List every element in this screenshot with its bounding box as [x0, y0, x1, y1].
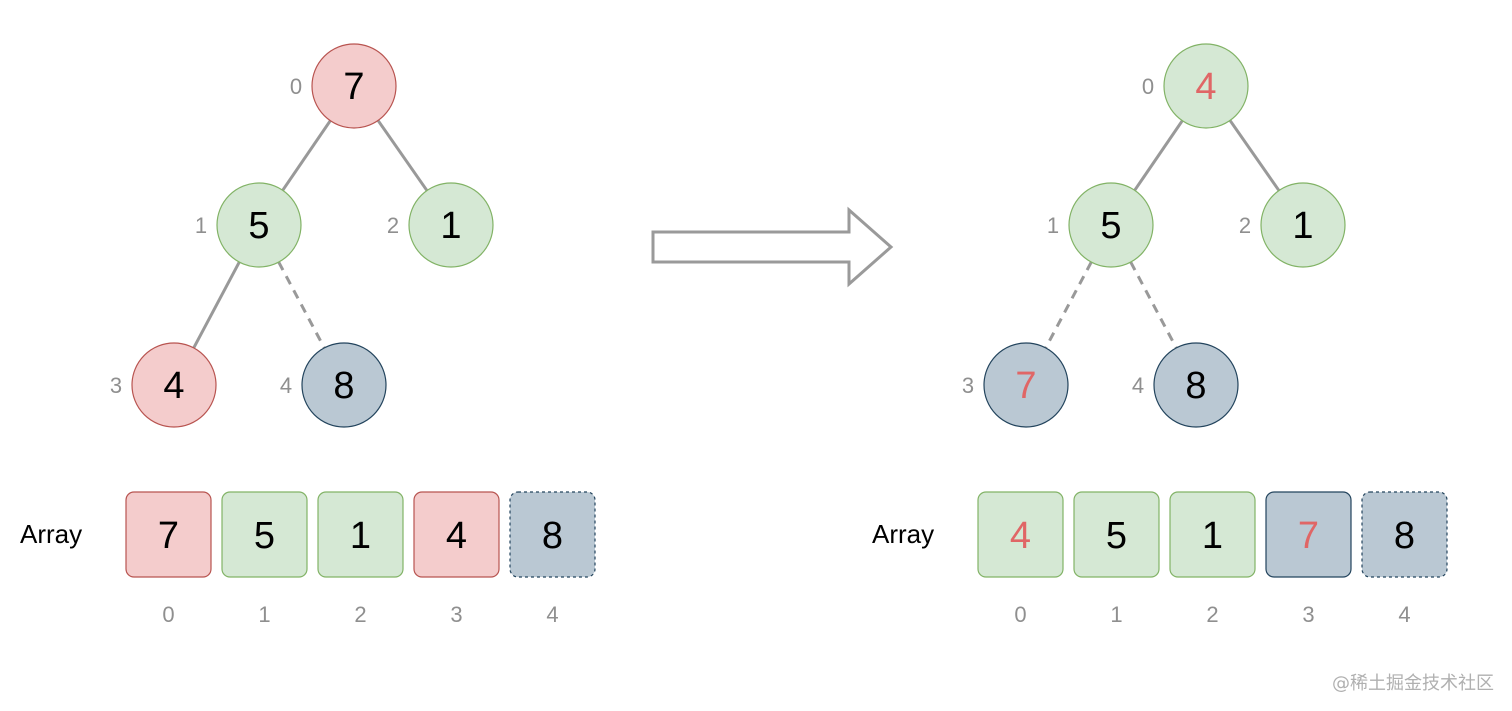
tree-node-value: 7 — [343, 66, 364, 108]
right-arrow-icon — [651, 206, 894, 288]
tree-node-value: 8 — [333, 365, 354, 407]
tree-edge-1-4 — [277, 261, 326, 349]
array-cell-box — [977, 491, 1064, 578]
tree-node-index: 3 — [962, 373, 974, 398]
array-cell: 12 — [1169, 491, 1256, 627]
array-cell-value: 5 — [254, 515, 275, 557]
tree-node-index: 2 — [387, 213, 399, 238]
array-cell: 40 — [977, 491, 1064, 627]
array-cell: 51 — [1073, 491, 1160, 627]
array-index-label: 2 — [1206, 602, 1218, 627]
array-cell-value: 1 — [1202, 515, 1223, 557]
tree-node-value: 1 — [440, 205, 461, 247]
tree-node-circle — [301, 342, 387, 428]
tree-node-index: 4 — [280, 373, 292, 398]
tree-node-index: 1 — [195, 213, 207, 238]
array-index-label: 3 — [1302, 602, 1314, 627]
tree-node-index: 3 — [110, 373, 122, 398]
array-cell-value: 7 — [1298, 515, 1319, 557]
tree-node-circle — [216, 182, 302, 268]
tree-node-circle — [408, 182, 494, 268]
array-cell-box — [1169, 491, 1256, 578]
tree-edge-0-2 — [376, 119, 429, 192]
array-cell-value: 1 — [350, 515, 371, 557]
tree-edge-0-1 — [1133, 119, 1184, 192]
array-cell-box — [221, 491, 308, 578]
tree-node: 12 — [387, 182, 494, 268]
tree-node: 51 — [1047, 182, 1154, 268]
tree-node-circle — [1260, 182, 1346, 268]
array-cell: 84 — [509, 491, 596, 627]
array-cell-value: 7 — [158, 515, 179, 557]
array-cell-box — [509, 491, 596, 578]
tree-node-value: 4 — [1195, 66, 1216, 108]
tree-node-value: 5 — [1100, 205, 1121, 247]
array-cell-box — [413, 491, 500, 578]
array-index-label: 4 — [546, 602, 558, 627]
array-cell-box — [1073, 491, 1160, 578]
tree-node-circle — [1068, 182, 1154, 268]
array-index-label: 4 — [1398, 602, 1410, 627]
tree-node: 40 — [1142, 43, 1249, 129]
tree-node-circle — [1163, 43, 1249, 129]
array-cell: 73 — [1265, 491, 1352, 627]
array-cell-value: 4 — [446, 515, 467, 557]
array-cell-box — [1361, 491, 1448, 578]
tree-edge-1-3 — [192, 261, 241, 349]
tree-edge-0-2 — [1228, 119, 1281, 192]
array-index-label: 0 — [162, 602, 174, 627]
array-index-label: 1 — [258, 602, 270, 627]
tree-node-circle — [131, 342, 217, 428]
array-cell-value: 8 — [1394, 515, 1415, 557]
array-cell: 43 — [413, 491, 500, 627]
tree-node-circle — [983, 342, 1069, 428]
tree-node-circle — [311, 43, 397, 129]
tree-edge-1-3 — [1044, 261, 1093, 349]
tree-node-value: 7 — [1015, 365, 1036, 407]
array-index-label: 3 — [450, 602, 462, 627]
tree-node-index: 2 — [1239, 213, 1251, 238]
tree-node-index: 1 — [1047, 213, 1059, 238]
tree-node-circle — [1153, 342, 1239, 428]
tree-node: 73 — [962, 342, 1069, 428]
array-index-label: 0 — [1014, 602, 1026, 627]
tree-node-value: 5 — [248, 205, 269, 247]
array-cell: 84 — [1361, 491, 1448, 627]
array-cell-box — [317, 491, 404, 578]
tree-node: 84 — [280, 342, 387, 428]
tree-node: 84 — [1132, 342, 1239, 428]
tree-node-index: 4 — [1132, 373, 1144, 398]
tree-node-index: 0 — [290, 74, 302, 99]
tree-node-value: 8 — [1185, 365, 1206, 407]
array-index-label: 1 — [1110, 602, 1122, 627]
array-cell-value: 5 — [1106, 515, 1127, 557]
tree-node-value: 4 — [163, 365, 184, 407]
array-cell-box — [1265, 491, 1352, 578]
array-cell-value: 8 — [542, 515, 563, 557]
array-cell: 70 — [125, 491, 212, 627]
tree-node-value: 1 — [1292, 205, 1313, 247]
tree-node: 12 — [1239, 182, 1346, 268]
tree-node-index: 0 — [1142, 74, 1154, 99]
array-label: Array — [20, 519, 82, 549]
array-index-label: 2 — [354, 602, 366, 627]
tree-edge-1-4 — [1129, 261, 1178, 349]
array-cell-value: 4 — [1010, 515, 1031, 557]
tree-node: 70 — [290, 43, 397, 129]
array-cell: 51 — [221, 491, 308, 627]
array-cell-box — [125, 491, 212, 578]
tree-edge-0-1 — [281, 119, 332, 192]
array-cell: 12 — [317, 491, 404, 627]
array-label: Array — [872, 519, 934, 549]
tree-node: 43 — [110, 342, 217, 428]
tree-node: 51 — [195, 182, 302, 268]
watermark-text: @稀土掘金技术社区 — [1332, 673, 1494, 694]
